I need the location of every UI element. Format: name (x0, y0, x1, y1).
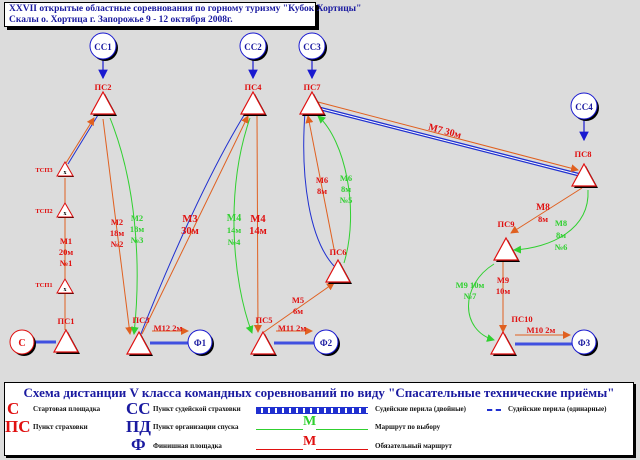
m1-label: М1 (60, 236, 72, 246)
ps2-label: ПС2 (95, 82, 112, 92)
legend-text-double-rope: Судейские перила (двойные) (375, 405, 466, 413)
legend-optional-letter: М (303, 414, 317, 430)
legend-mandatory-letter: М (303, 434, 317, 450)
m9-opt-label: М9 10м (456, 280, 485, 290)
m4-opt-label: М4 (227, 213, 241, 224)
distance-diagram: x (9, 32, 599, 357)
tsp3-label: ТСП3 (35, 167, 53, 174)
m2-label: М2 (111, 217, 123, 227)
tsp1-label: ТСП1 (35, 282, 52, 289)
event-location-date: Скалы о. Хортица г. Запорожье 9 - 12 окт… (9, 15, 233, 25)
legend-text-start: Стартовая площадка (33, 405, 101, 413)
node-labels: ПС1 ПС2 ПС3 ПС4 ПС5 ПС6 ПС7 ПС8 ПС9 ПС10… (35, 82, 591, 326)
m3-length: 30м (181, 226, 199, 237)
ps6-label: ПС6 (330, 247, 347, 257)
legend-text-single-rope: Судейские перила (одинарные) (508, 405, 607, 413)
m2-opt-number: №3 (131, 235, 144, 245)
m2-number: №2 (111, 239, 124, 249)
m10-label: М10 2м (527, 325, 556, 335)
m12-label: М12 2м (154, 323, 183, 333)
legend-symbol-finish: Ф (131, 435, 146, 454)
legend-symbol-belay: ПС (5, 417, 31, 436)
mandatory-routes (64, 101, 583, 339)
m8-opt-length: 8м (556, 230, 566, 240)
m6-opt-length: 8м (341, 184, 351, 194)
m9-label: М9 (497, 275, 509, 285)
m8-opt-label: М8 (555, 218, 567, 228)
m8-length: 8м (538, 214, 548, 224)
m5-length: 6м (293, 306, 303, 316)
legend-text-mandatory: Обязательный маршрут (375, 442, 452, 450)
ps7-label: ПС7 (304, 82, 322, 92)
m8-opt-number: №6 (555, 242, 568, 252)
m6-label: М6 (316, 175, 328, 185)
m2-opt-length: 18м (130, 224, 145, 234)
judge-belay-arrows (98, 60, 589, 142)
cc1-label: СС1 (94, 42, 112, 52)
ps9-label: ПС9 (498, 219, 515, 229)
legend-text-finish: Финишная площадка (153, 442, 222, 450)
cc4-label: СС4 (575, 102, 593, 112)
finish-f2: Ф2 (313, 329, 340, 356)
m6-opt-number: №5 (340, 195, 353, 205)
judge-belay-cc3: СС3 (298, 32, 327, 61)
m9-length: 10м (496, 286, 511, 296)
ps4-label: ПС4 (245, 82, 263, 92)
optional-routes (109, 115, 589, 342)
m4-label: М4 (250, 214, 266, 225)
legend-text-belay: Пункт страховки (33, 423, 88, 431)
m6-length: 8м (317, 186, 327, 196)
m11-label: М11 2м (278, 323, 306, 333)
start-label: С (18, 338, 25, 349)
f3-label: Ф3 (578, 338, 591, 348)
legend-text-descent: Пункт организации спуска (153, 423, 239, 431)
judge-belay-cc1: СС1 (89, 32, 118, 61)
event-title: XXVII открытые областные соревнования по… (9, 4, 362, 14)
start-node: С (9, 329, 36, 356)
legend-double-rope-line (256, 407, 368, 414)
edge-labels-green: М2 18м №3 М4 14м №4 М6 8м №5 М8 8м №6 М9… (130, 173, 568, 301)
m5-label: М5 (292, 295, 304, 305)
m3-label: М3 (182, 214, 197, 225)
legend-single-rope-line (487, 409, 501, 411)
f1-label: Ф1 (194, 338, 207, 348)
judge-ropes (34, 106, 581, 346)
cc2-label: СС2 (244, 42, 262, 52)
m4-opt-number: №4 (228, 237, 242, 247)
legend: Схема дистанции V класса командных сорев… (4, 382, 634, 456)
ps5-label: ПС5 (256, 315, 273, 325)
legend-title: Схема дистанции V класса командных сорев… (23, 385, 615, 400)
m4-opt-length: 14м (227, 225, 242, 235)
ps10-label: ПС10 (511, 314, 532, 324)
m4-length: 14м (249, 226, 267, 237)
m1-number: №1 (60, 258, 73, 268)
legend-text-optional: Маршрут по выбору (375, 423, 441, 431)
m9-opt-number: №7 (464, 291, 478, 301)
cc3-label: СС3 (303, 42, 321, 52)
f2-label: Ф2 (320, 338, 333, 348)
ps8-label: ПС8 (575, 149, 592, 159)
judge-belay-cc4: СС4 (570, 92, 599, 121)
legend-text-judge-belay: Пункт судейской страховки (153, 405, 241, 413)
event-title-box: XXVII открытые областные соревнования по… (4, 2, 362, 27)
tsp2-label: ТСП2 (35, 208, 52, 215)
legend-symbol-descent: ПД (126, 417, 151, 436)
ps1-label: ПС1 (58, 316, 75, 326)
legend-symbol-start: С (7, 399, 20, 418)
judge-belay-cc2: СС2 (239, 32, 268, 61)
legend-symbol-judge-belay: СС (126, 399, 151, 418)
finish-f1: Ф1 (187, 329, 214, 356)
finish-f3: Ф3 (571, 329, 598, 356)
m8-label: М8 (536, 203, 550, 213)
m1-length: 20м (59, 247, 74, 257)
ps3-label: ПС3 (133, 315, 150, 325)
m2-length: 18м (110, 228, 125, 238)
m2-opt-label: М2 (131, 213, 143, 223)
m6-opt-label: М6 (340, 173, 352, 183)
